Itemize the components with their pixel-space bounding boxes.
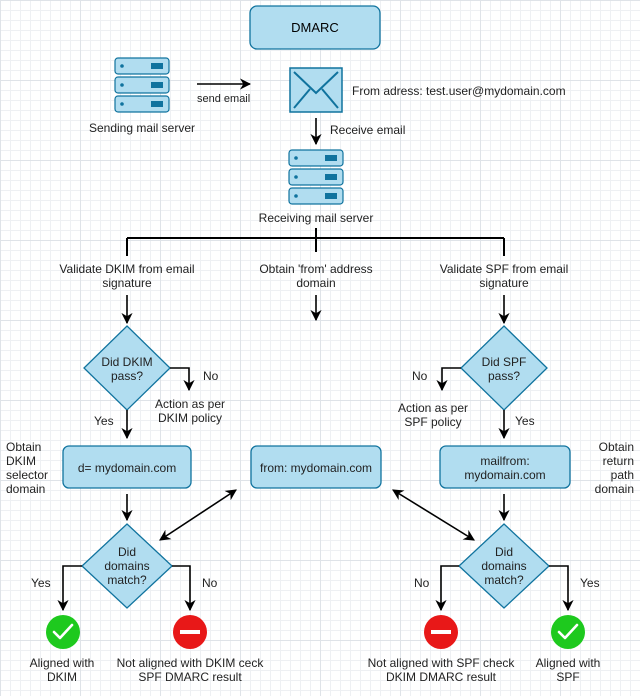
no-entry-icon xyxy=(424,615,458,649)
receive-email-label: Receive email xyxy=(330,123,406,137)
spf-compare-arrow xyxy=(392,489,475,541)
d-domain-box[interactable] xyxy=(62,445,192,489)
from-domain-text: from: mydomain.com xyxy=(259,461,373,475)
mailfrom-text: mailfrom:mydomain.com xyxy=(464,454,546,482)
receiving-server-icon xyxy=(288,149,344,205)
dkim-no-connector xyxy=(170,367,195,392)
dkim-compare-arrow xyxy=(159,489,237,541)
sending-server-label: Sending mail server xyxy=(88,121,196,135)
check-icon xyxy=(46,615,80,649)
branch-connector xyxy=(126,228,505,256)
dkim-match-no-connector xyxy=(172,565,196,612)
dmarc-title: DMARC xyxy=(291,20,339,35)
send-email-label: send email xyxy=(197,93,251,105)
from-address-label: From adress: test.user@mydomain.com xyxy=(352,84,566,98)
sending-server-icon xyxy=(114,57,170,113)
spf-no-label: No xyxy=(412,369,428,383)
spf-match-no-connector xyxy=(435,565,459,612)
spf-match-yes-connector xyxy=(549,565,574,612)
check-icon xyxy=(551,615,585,649)
dkim-yes-label: Yes xyxy=(94,414,114,428)
from-domain-box[interactable] xyxy=(250,445,382,489)
envelope-icon xyxy=(289,67,343,113)
dmarc-title-box[interactable] xyxy=(249,5,381,50)
dkim-match-yes-label: Yes xyxy=(31,576,51,590)
spf-match-yes-label: Yes xyxy=(580,576,600,590)
spf-no-connector xyxy=(436,367,461,392)
dkim-match-no-label: No xyxy=(202,576,218,590)
d-domain-text: d= mydomain.com xyxy=(77,461,177,475)
spf-match-diamond[interactable] xyxy=(458,523,550,609)
no-entry-icon xyxy=(173,615,207,649)
dkim-match-diamond[interactable] xyxy=(81,523,173,609)
mailfrom-box[interactable] xyxy=(439,445,571,489)
receiving-server-label: Receiving mail server xyxy=(258,211,374,225)
spf-match-no-label: No xyxy=(414,576,430,590)
dkim-no-label: No xyxy=(203,369,219,383)
spf-yes-label: Yes xyxy=(515,414,535,428)
dkim-match-yes-connector xyxy=(57,565,82,612)
